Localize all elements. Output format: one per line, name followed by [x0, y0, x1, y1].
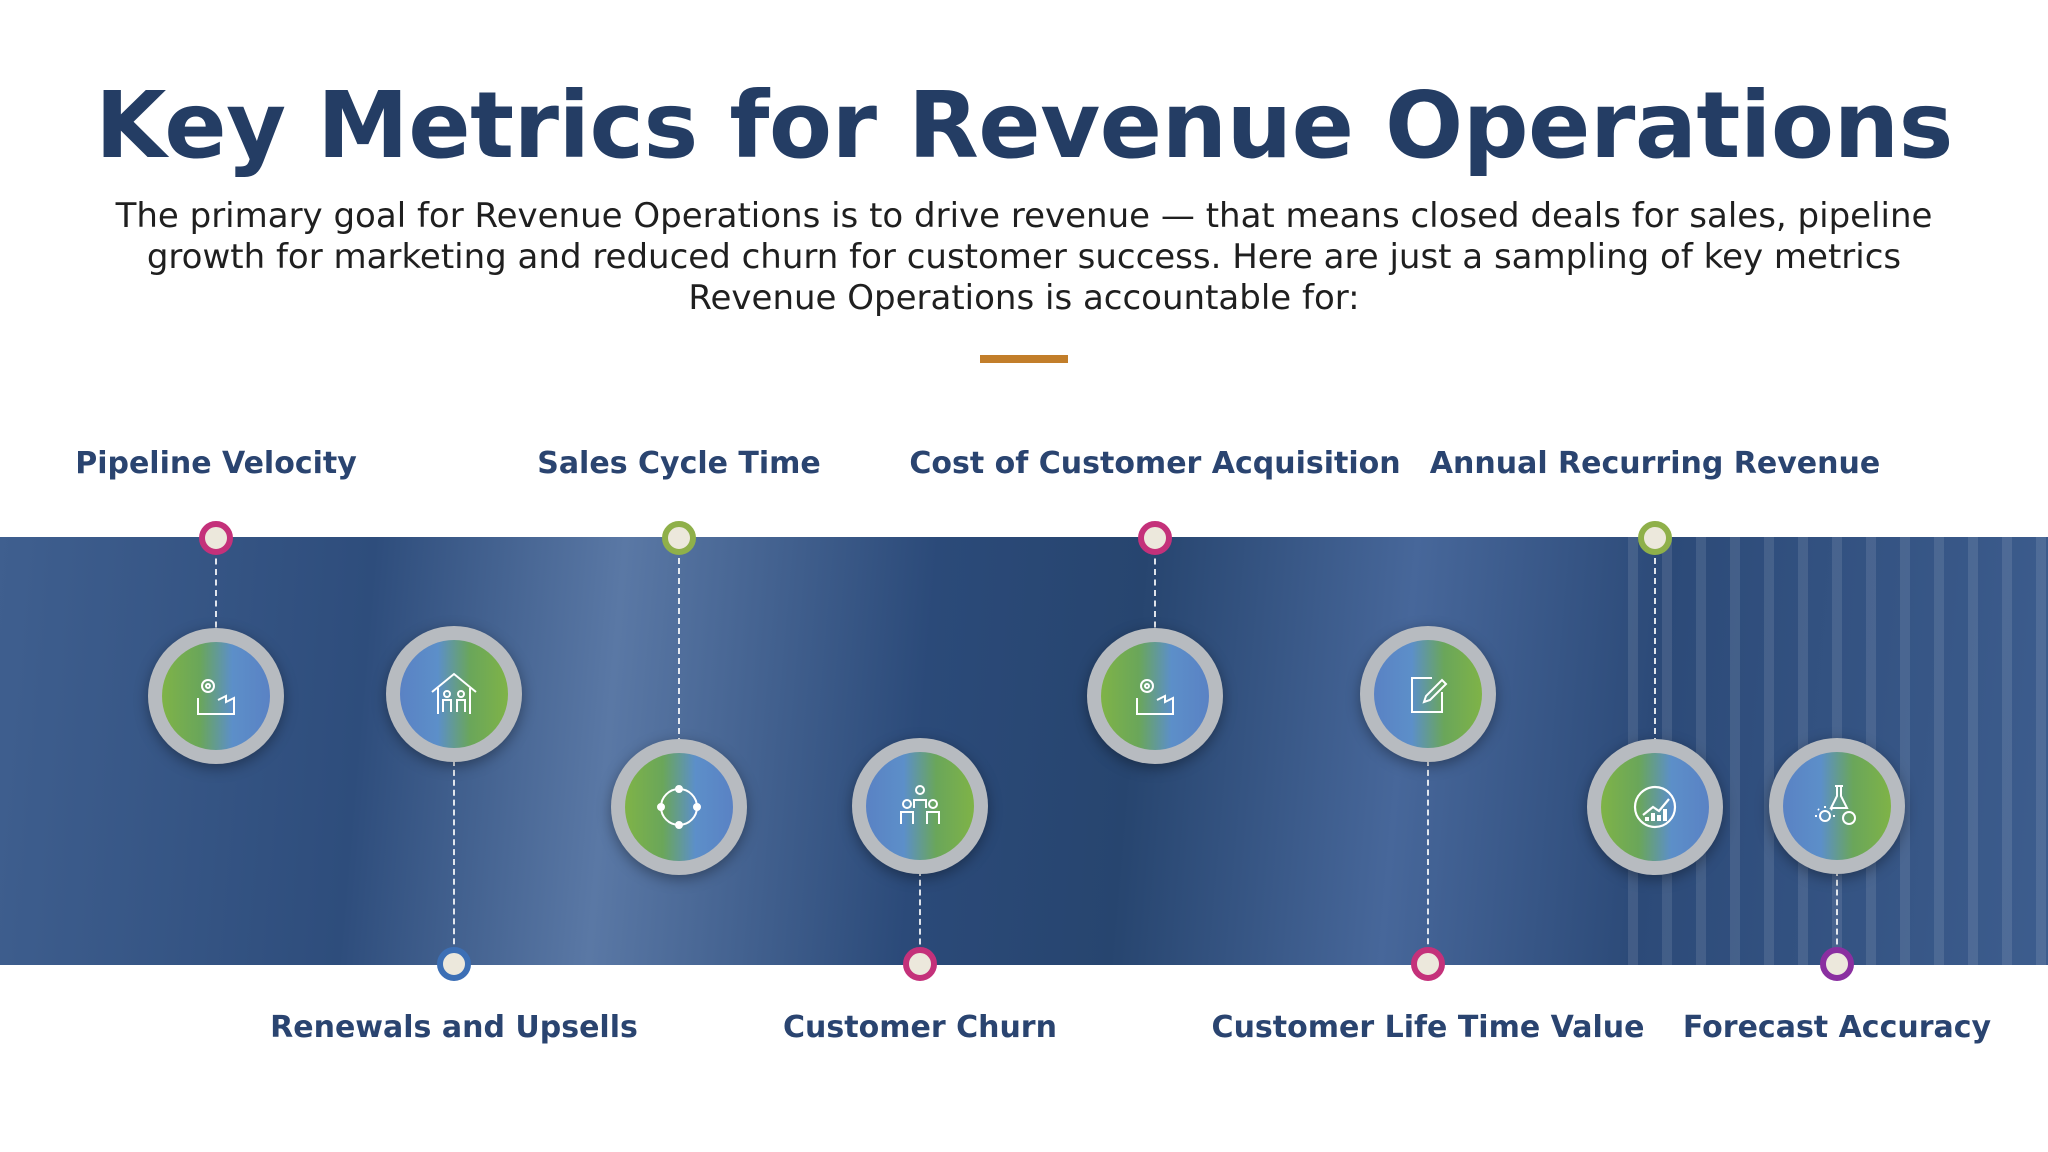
slide-title: Key Metrics for Revenue Operations: [95, 72, 1953, 179]
timeline-pin: [199, 521, 233, 555]
timeline-pin: [437, 947, 471, 981]
gear-factory-icon: [1101, 642, 1209, 750]
timeline-pin: [903, 947, 937, 981]
metric-icon-sales-cycle-time: [611, 739, 747, 875]
metric-icon-cost-of-customer-acquisition: [1087, 628, 1223, 764]
metric-icon-customer-churn: [852, 738, 988, 874]
metric-label-cost-of-customer-acquisition: Cost of Customer Acquisition: [909, 446, 1401, 481]
people-group-icon: [866, 752, 974, 860]
cycle-arrows-icon: [625, 753, 733, 861]
idea-flask-icon: [1783, 752, 1891, 860]
connector-line: [1836, 870, 1838, 964]
slide-subtitle: The primary goal for Revenue Operations …: [115, 196, 1933, 318]
connector-line: [1427, 760, 1429, 964]
timeline-pin: [1638, 521, 1672, 555]
metric-icon-forecast-accuracy: [1769, 738, 1905, 874]
timeline-pin: [1820, 947, 1854, 981]
photo-band-background: [0, 537, 2048, 965]
gear-factory-icon: [162, 642, 270, 750]
metric-label-renewals-and-upsells: Renewals and Upsells: [270, 1010, 638, 1045]
family-home-icon: [400, 640, 508, 748]
metric-icon-customer-life-time-value: [1360, 626, 1496, 762]
metric-label-forecast-accuracy: Forecast Accuracy: [1682, 1010, 1992, 1045]
connector-line: [1654, 548, 1656, 754]
connector-line: [1154, 548, 1156, 638]
metric-label-pipeline-velocity: Pipeline Velocity: [75, 446, 357, 481]
connector-line: [215, 548, 217, 638]
timeline-pin: [1411, 947, 1445, 981]
timeline-pin: [1138, 521, 1172, 555]
metric-icon-renewals-and-upsells: [386, 626, 522, 762]
connector-line: [919, 870, 921, 964]
metric-label-sales-cycle-time: Sales Cycle Time: [537, 446, 821, 481]
metric-icon-annual-recurring-revenue: [1587, 739, 1723, 875]
metric-label-customer-life-time-value: Customer Life Time Value: [1211, 1010, 1645, 1045]
accent-divider: [980, 355, 1068, 363]
connector-line: [678, 548, 680, 754]
metric-icon-pipeline-velocity: [148, 628, 284, 764]
growth-chart-icon: [1601, 753, 1709, 861]
edit-note-icon: [1374, 640, 1482, 748]
timeline-pin: [662, 521, 696, 555]
connector-line: [453, 760, 455, 964]
metric-label-annual-recurring-revenue: Annual Recurring Revenue: [1429, 446, 1881, 481]
metric-label-customer-churn: Customer Churn: [783, 1010, 1057, 1045]
